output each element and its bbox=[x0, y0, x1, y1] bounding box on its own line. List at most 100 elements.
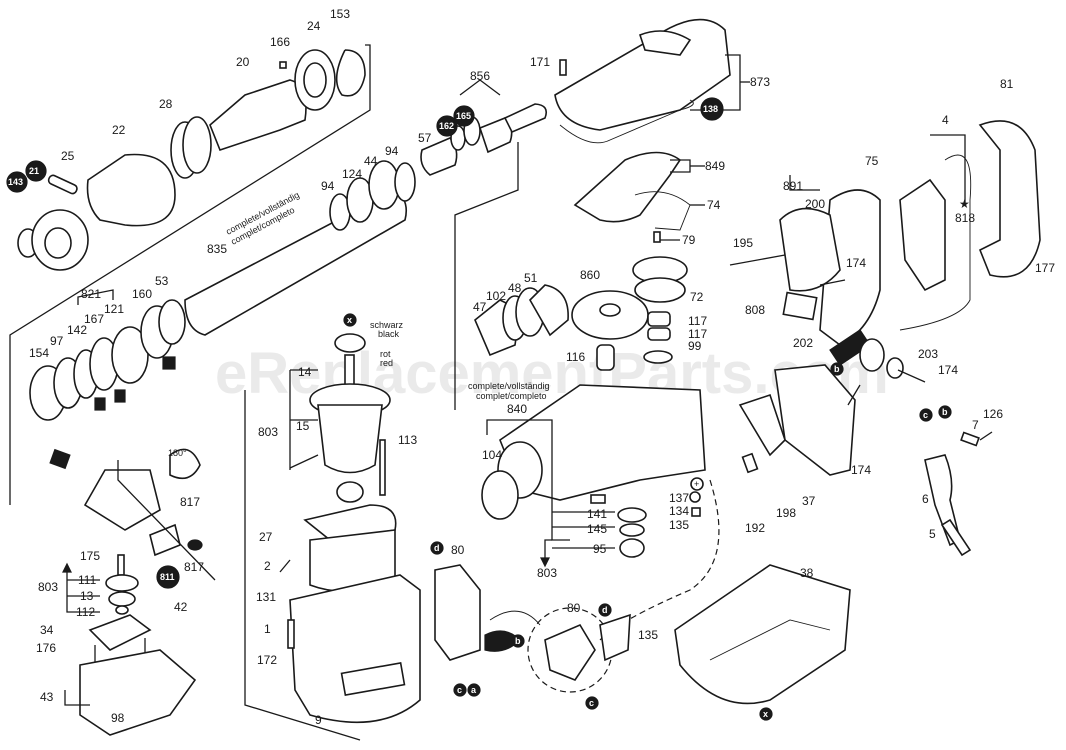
label-98: 98 bbox=[111, 711, 125, 725]
part-bushing-203[interactable] bbox=[886, 357, 904, 379]
part-bearing-111[interactable] bbox=[105, 574, 139, 592]
part-field-200[interactable] bbox=[779, 207, 841, 292]
part-circlip-153[interactable] bbox=[335, 49, 366, 97]
label-192: 192 bbox=[745, 521, 765, 535]
part-cable-5[interactable] bbox=[940, 518, 972, 557]
part-switch-4[interactable] bbox=[899, 178, 946, 292]
part-cap-817[interactable] bbox=[187, 539, 203, 551]
part-screw-171[interactable] bbox=[559, 59, 567, 76]
part-spring-117a[interactable] bbox=[647, 311, 671, 327]
part-screw-174c[interactable] bbox=[847, 384, 861, 406]
label-28: 28 bbox=[159, 97, 173, 111]
part-handle-81[interactable] bbox=[978, 120, 1041, 278]
part-spring-192[interactable] bbox=[741, 452, 759, 474]
part-wire-clamp-135[interactable] bbox=[599, 613, 631, 662]
guide-tube-assembly bbox=[184, 79, 548, 410]
part-trigger-198[interactable] bbox=[738, 393, 786, 457]
marker-c3-label: c bbox=[589, 698, 594, 708]
label-99: 99 bbox=[688, 339, 702, 353]
marker-b2-label: b bbox=[515, 636, 521, 646]
part-spring-117b[interactable] bbox=[647, 327, 671, 341]
part-gear-51[interactable] bbox=[529, 284, 569, 337]
label-111: 111 bbox=[78, 573, 97, 587]
bracket-856 bbox=[459, 79, 501, 96]
part-washer-99[interactable] bbox=[643, 350, 673, 364]
label-38: 38 bbox=[800, 566, 814, 580]
label-860: 860 bbox=[580, 268, 600, 282]
part-bearing-top[interactable] bbox=[334, 333, 366, 353]
marker-c bbox=[453, 683, 467, 697]
part-screw-175[interactable] bbox=[117, 554, 125, 576]
part-seal-141[interactable] bbox=[617, 507, 647, 523]
part-screw-174a[interactable] bbox=[819, 279, 846, 286]
part-label-808[interactable] bbox=[782, 291, 818, 321]
part-armature-14[interactable] bbox=[317, 404, 383, 474]
part-screw-174b[interactable] bbox=[897, 369, 926, 383]
label-174-c: 174 bbox=[851, 463, 871, 477]
label-80-b: 80 bbox=[567, 601, 581, 615]
front-chuck-assembly bbox=[9, 44, 371, 505]
part-screw-195[interactable] bbox=[729, 254, 786, 266]
label-142: 142 bbox=[67, 323, 87, 337]
part-screw-113[interactable] bbox=[379, 439, 386, 496]
label-104: 104 bbox=[482, 448, 502, 462]
part-housing-cover-873[interactable] bbox=[554, 18, 731, 131]
label-80-a: 80 bbox=[451, 543, 465, 557]
part-switch-80a[interactable] bbox=[434, 564, 481, 661]
label-94-lower: 94 bbox=[321, 179, 335, 193]
part-pin-25[interactable] bbox=[47, 174, 78, 195]
part-plate-34[interactable] bbox=[88, 614, 152, 651]
top-housing-assembly bbox=[554, 18, 750, 243]
bracket-891 bbox=[789, 175, 820, 191]
label-2: 2 bbox=[264, 559, 271, 573]
bracket-835 bbox=[454, 142, 519, 410]
part-ball-166[interactable] bbox=[279, 61, 287, 69]
marker-c-label: c bbox=[457, 685, 462, 695]
part-clamp-7[interactable] bbox=[960, 431, 980, 447]
part-ring-145[interactable] bbox=[619, 523, 645, 537]
label-113: 113 bbox=[398, 433, 417, 447]
part-ring-121[interactable] bbox=[111, 326, 149, 384]
bubble-162 bbox=[436, 115, 458, 137]
handle-assembly bbox=[729, 120, 1041, 557]
note-180-degrees: 180° bbox=[168, 448, 187, 458]
label-43: 43 bbox=[40, 690, 54, 704]
part-nut-134[interactable] bbox=[691, 507, 701, 517]
part-screw-172[interactable] bbox=[287, 619, 295, 649]
part-selector-knob[interactable] bbox=[639, 30, 692, 56]
part-ring-112[interactable] bbox=[115, 605, 129, 615]
label-112: 112 bbox=[76, 605, 95, 619]
part-ring-53[interactable] bbox=[158, 299, 186, 345]
part-sleeve-22[interactable] bbox=[86, 153, 176, 227]
part-bearing-116[interactable] bbox=[596, 344, 615, 371]
note-red: red bbox=[380, 358, 393, 368]
part-base-cover-98[interactable] bbox=[79, 649, 197, 736]
label-1: 1 bbox=[264, 622, 271, 636]
label-195: 195 bbox=[733, 236, 753, 250]
part-gear-13[interactable] bbox=[108, 591, 136, 607]
part-screw-137[interactable] bbox=[689, 491, 701, 503]
label-176: 176 bbox=[36, 641, 56, 655]
part-guide-tube-835[interactable] bbox=[184, 189, 408, 336]
part-connecting-rod[interactable] bbox=[503, 103, 548, 134]
part-screw-79[interactable] bbox=[653, 231, 661, 243]
part-cap-21-hole bbox=[44, 227, 72, 259]
part-labels: 153 24 166 20 28 22 25 21 143 856 165 16… bbox=[8, 7, 1055, 727]
part-seal-138 bbox=[559, 99, 694, 144]
label-808: 808 bbox=[745, 303, 765, 317]
marker-x-top-label: x bbox=[347, 315, 352, 325]
part-switch-80b[interactable] bbox=[544, 623, 596, 681]
part-toolholder-20[interactable] bbox=[209, 79, 307, 151]
part-brush-holder[interactable] bbox=[83, 469, 161, 531]
part-oring-94b[interactable] bbox=[394, 162, 416, 202]
arrow-803c-head bbox=[62, 562, 72, 573]
part-spring-817[interactable] bbox=[169, 448, 201, 480]
label-9: 9 bbox=[315, 713, 322, 727]
part-motor-housing-9[interactable] bbox=[289, 574, 421, 724]
part-cover-849[interactable] bbox=[573, 151, 682, 223]
marker-x-top bbox=[343, 313, 357, 327]
label-102: 102 bbox=[486, 289, 506, 303]
part-oring-95[interactable] bbox=[619, 538, 645, 558]
part-screw-126[interactable] bbox=[979, 431, 993, 441]
part-oring-104[interactable] bbox=[481, 470, 519, 520]
